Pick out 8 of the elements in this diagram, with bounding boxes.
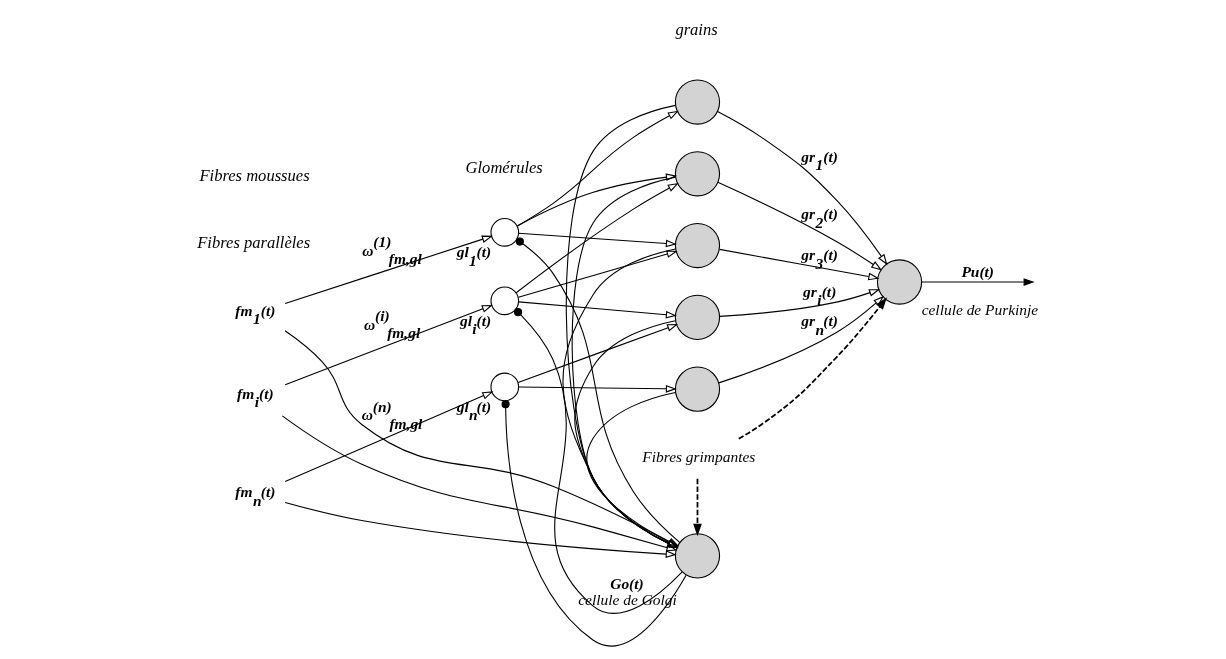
- label: Fibres moussues: [199, 165, 310, 185]
- label: grains: [675, 20, 718, 40]
- label: Fibres parallèles: [197, 233, 311, 253]
- edge-label: Pu(t): [961, 262, 994, 280]
- label: Glomérules: [465, 158, 543, 178]
- node-label: cellule de Purkinje: [921, 301, 1039, 319]
- node-text: Fibres grimpantes: [642, 447, 756, 465]
- node-label: Go(t): [610, 575, 644, 593]
